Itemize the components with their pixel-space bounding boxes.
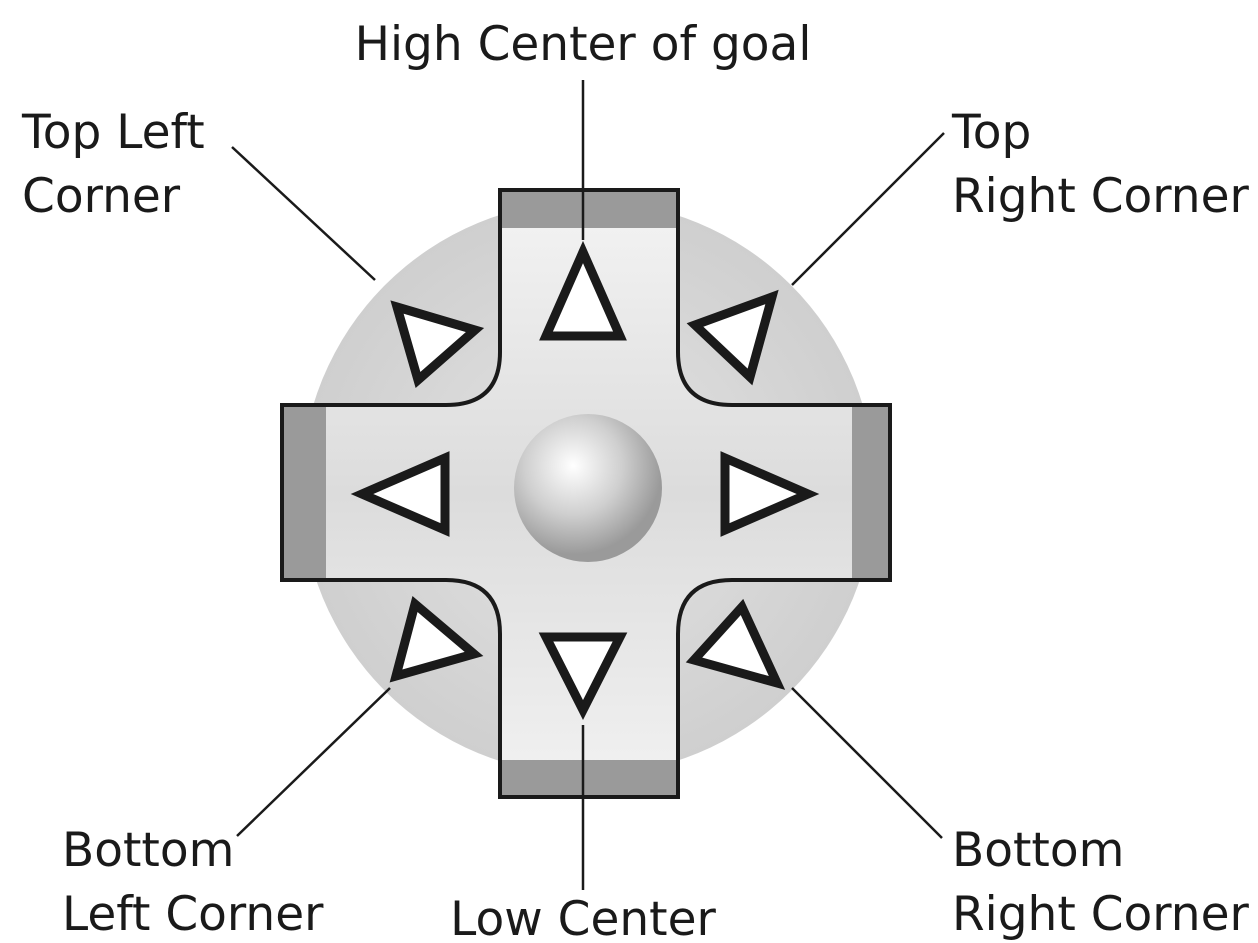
leader-top-left xyxy=(232,147,375,280)
dpad-top-edge xyxy=(502,192,676,228)
label-bottom-right-line2: Right Corner xyxy=(952,887,1249,942)
leader-bottom-right xyxy=(792,688,942,838)
dpad-bottom-edge xyxy=(502,760,676,795)
dpad-left-edge xyxy=(284,407,326,578)
label-bottom-left-line2: Left Corner xyxy=(62,887,324,942)
leader-top-right xyxy=(792,133,944,285)
label-top-right-line2: Right Corner xyxy=(952,169,1249,224)
label-high-center: High Center of goal xyxy=(355,17,812,72)
dpad-right-edge xyxy=(852,407,888,578)
label-low-center: Low Center xyxy=(450,892,716,943)
label-top-left-line2: Corner xyxy=(22,169,181,224)
label-bottom-right-line1: Bottom xyxy=(952,823,1124,878)
leader-bottom-left xyxy=(237,688,390,836)
label-top-left-line1: Top Left xyxy=(21,105,205,160)
label-top-right-line1: Top xyxy=(951,105,1031,160)
center-ball xyxy=(514,414,662,562)
label-bottom-left-line1: Bottom xyxy=(62,823,234,878)
